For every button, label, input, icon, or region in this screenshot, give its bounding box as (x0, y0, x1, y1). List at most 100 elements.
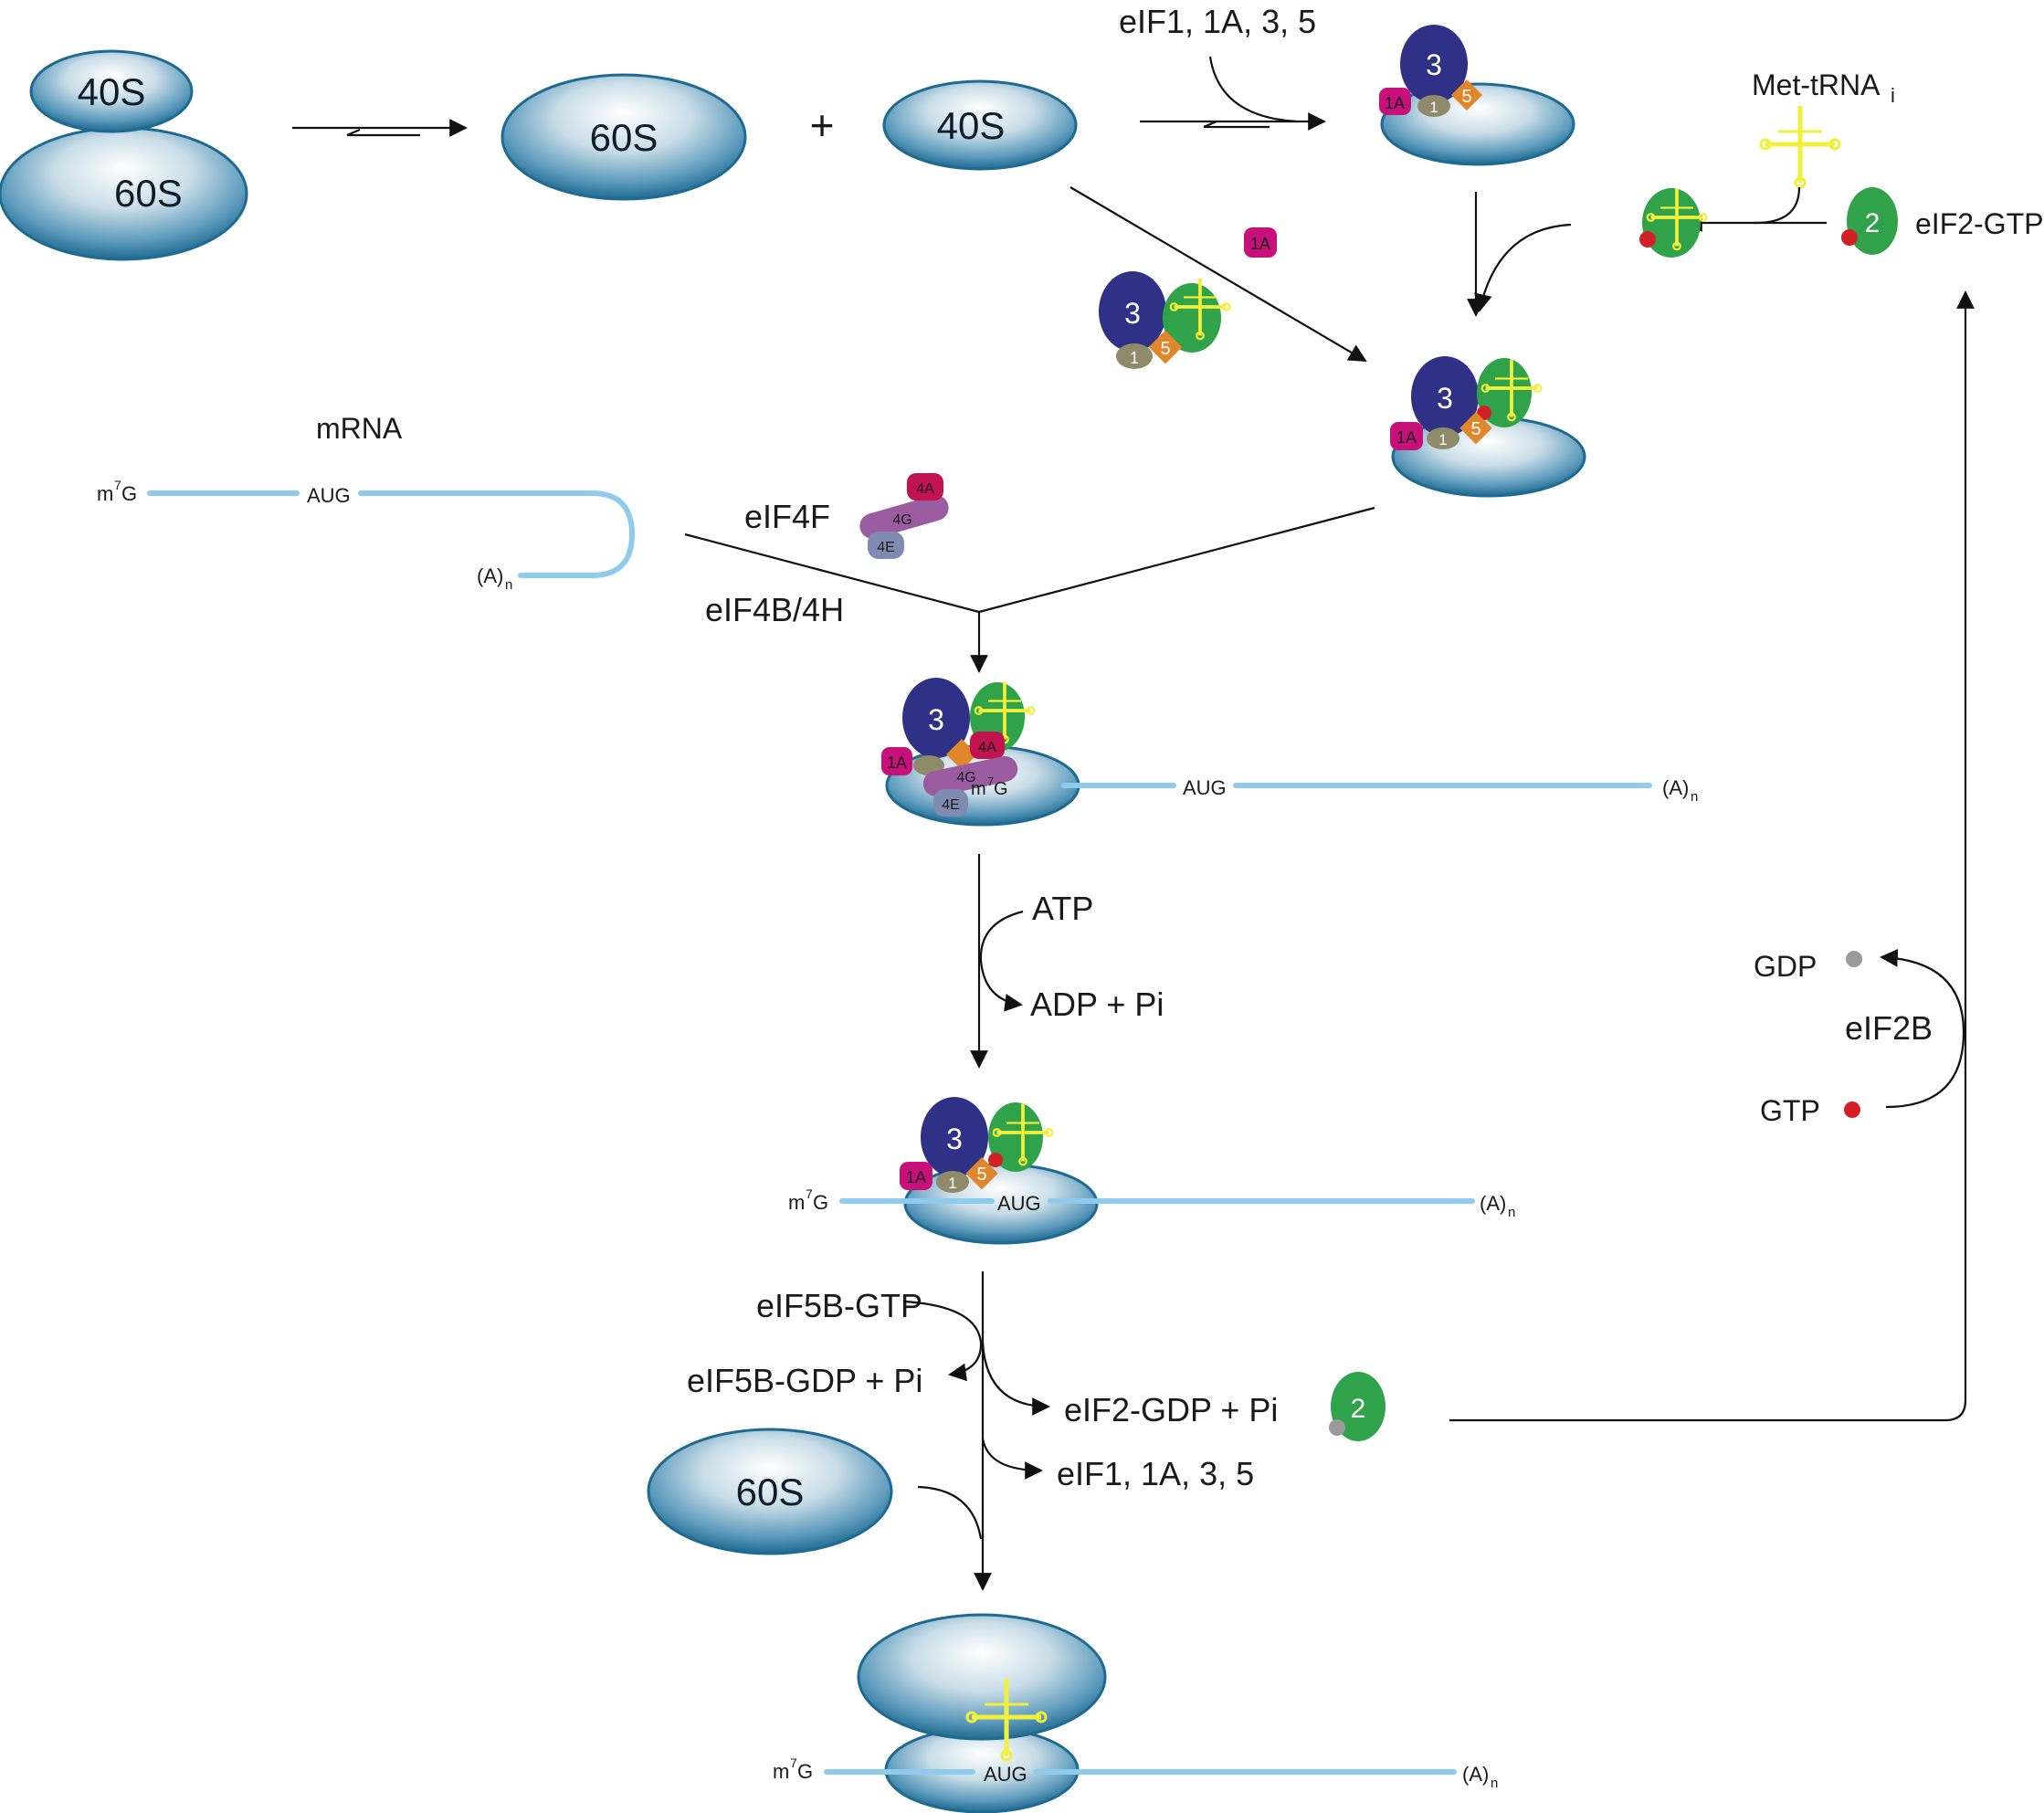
free-40s-top: 40S (882, 79, 1078, 171)
label-met-trna: Met-tRNA (1752, 69, 1881, 101)
svg-text:1A: 1A (887, 754, 907, 772)
svg-text:7: 7 (806, 1186, 813, 1201)
arrow-nucleotide-exchange (1880, 948, 1965, 1109)
converging-arrows-48s (684, 506, 1375, 673)
svg-text:1: 1 (1438, 431, 1447, 448)
svg-text:n: n (1508, 1205, 1515, 1220)
svg-text:G: G (121, 482, 137, 505)
svg-text:AUG: AUG (307, 484, 351, 507)
eif2-gtp-free: 2 (1841, 187, 1898, 255)
free-eif1a: 1A (1244, 227, 1277, 258)
svg-text:AUG: AUG (1183, 776, 1227, 799)
svg-text:4E: 4E (877, 540, 895, 555)
label-mrna: mRNA (316, 412, 403, 445)
svg-text:2: 2 (1865, 208, 1881, 238)
ribosome-80s-initiation-complex: m 7 G AUG (A) n (773, 1613, 1498, 1813)
svg-text:n: n (505, 577, 512, 593)
arrow-trna-to-ternary (1753, 186, 1801, 225)
complex-40s-eif1-1a-3-5: 3 1A 1 5 (1379, 25, 1575, 166)
svg-text:4A: 4A (916, 481, 934, 497)
svg-text:G: G (797, 1760, 813, 1783)
eif2-gdp-released: 2 (1329, 1372, 1385, 1441)
svg-text:5: 5 (976, 1165, 986, 1185)
svg-text:1A: 1A (1385, 94, 1405, 112)
svg-text:60S: 60S (736, 1470, 805, 1513)
svg-text:4G: 4G (892, 512, 911, 528)
label-40s: 40S (78, 70, 146, 113)
svg-text:2: 2 (1351, 1394, 1366, 1424)
svg-text:4E: 4E (942, 797, 960, 813)
svg-text:(A): (A) (1662, 776, 1689, 799)
arrow-eif2-recycling (1449, 290, 1975, 1422)
gtp-dot (1844, 1102, 1860, 1118)
free-60s-bottom: 60S (647, 1428, 893, 1555)
svg-text:5: 5 (1470, 419, 1480, 439)
ternary-complex (1639, 186, 1709, 258)
label-eif2-gtp: eIF2-GTP (1915, 207, 2043, 240)
svg-text:m: m (97, 482, 113, 505)
svg-text:i: i (1891, 84, 1895, 107)
svg-text:1: 1 (1130, 349, 1139, 367)
svg-text:1A: 1A (906, 1168, 926, 1186)
label-eif1-1a-3-5-bottom: eIF1, 1A, 3, 5 (1057, 1455, 1254, 1492)
preinitiation-complex-43s: 3 1A 1 5 (1390, 356, 1586, 498)
label-gtp: GTP (1760, 1094, 1820, 1127)
svg-text:3: 3 (1124, 297, 1141, 330)
svg-text:7: 7 (790, 1755, 797, 1770)
ribosome-80s-top-left: 60S 40S (0, 49, 248, 261)
label-eif5b-gdp-pi: eIF5B-GDP + Pi (687, 1362, 922, 1399)
svg-text:40S: 40S (937, 104, 1006, 147)
free-mrna: m 7 G AUG (A) n (97, 478, 636, 593)
label-eif5b-gtp: eIF5B-GTP (756, 1287, 922, 1324)
complex-48s-at-aug: m 7 G AUG (A) n 3 1A 1 5 (788, 1097, 1515, 1245)
svg-text:(A): (A) (1480, 1192, 1506, 1215)
svg-text:5: 5 (1461, 87, 1471, 107)
met-trna-icon (1761, 106, 1839, 187)
equilibrium-arrow-1 (292, 119, 468, 137)
equilibrium-arrow-2 (1140, 56, 1326, 131)
svg-text:G: G (813, 1191, 828, 1214)
label-60s: 60S (114, 172, 183, 215)
svg-text:1A: 1A (1396, 428, 1417, 447)
svg-text:4A: 4A (978, 740, 996, 755)
complex-48s-scanning-start: AUG (A) n 3 1A 4A 4G 4E m 7 G (881, 678, 1698, 827)
arrow-40s-to-43s (1069, 186, 1367, 363)
label-eif2-gdp-pi: eIF2-GDP + Pi (1064, 1391, 1278, 1428)
svg-text:3: 3 (1426, 48, 1442, 81)
svg-text:1: 1 (948, 1175, 956, 1192)
label-atp: ATP (1032, 890, 1093, 927)
multifactor-complex: 3 1 5 (1099, 271, 1232, 369)
svg-text:3: 3 (946, 1123, 963, 1155)
label-eif2b: eIF2B (1845, 1009, 1933, 1047)
svg-text:1A: 1A (1250, 235, 1270, 253)
svg-text:1: 1 (1429, 99, 1438, 116)
svg-text:3: 3 (928, 703, 944, 736)
svg-text:7: 7 (114, 478, 121, 492)
svg-text:n: n (1691, 789, 1698, 805)
svg-text:(A): (A) (477, 564, 503, 587)
svg-text:5: 5 (1160, 339, 1170, 359)
label-eif4b-4h: eIF4B/4H (705, 591, 844, 628)
free-60s-top: 60S (500, 73, 747, 201)
label-eif4f: eIF4F (744, 498, 830, 535)
svg-text:4G: 4G (956, 770, 975, 785)
svg-text:G: G (994, 779, 1008, 799)
label-adp-pi: ADP + Pi (1030, 986, 1164, 1023)
plus-sign: + (810, 101, 835, 149)
svg-text:n: n (1491, 1776, 1498, 1791)
svg-text:AUG: AUG (997, 1192, 1041, 1215)
svg-text:m: m (971, 779, 986, 799)
label-gdp: GDP (1754, 950, 1817, 983)
svg-text:3: 3 (1437, 382, 1453, 415)
svg-text:(A): (A) (1462, 1763, 1489, 1786)
svg-text:60S: 60S (590, 116, 659, 159)
arrow-ternary-to-43s (1474, 223, 1572, 312)
svg-text:m: m (788, 1191, 805, 1214)
svg-text:m: m (773, 1760, 789, 1783)
label-eif1-1a-3-5-top: eIF1, 1A, 3, 5 (1119, 3, 1316, 40)
svg-text:7: 7 (987, 775, 994, 788)
gdp-dot (1846, 951, 1862, 967)
eif4f-complex: 4G 4A 4E (859, 473, 949, 559)
svg-text:AUG: AUG (984, 1763, 1027, 1786)
